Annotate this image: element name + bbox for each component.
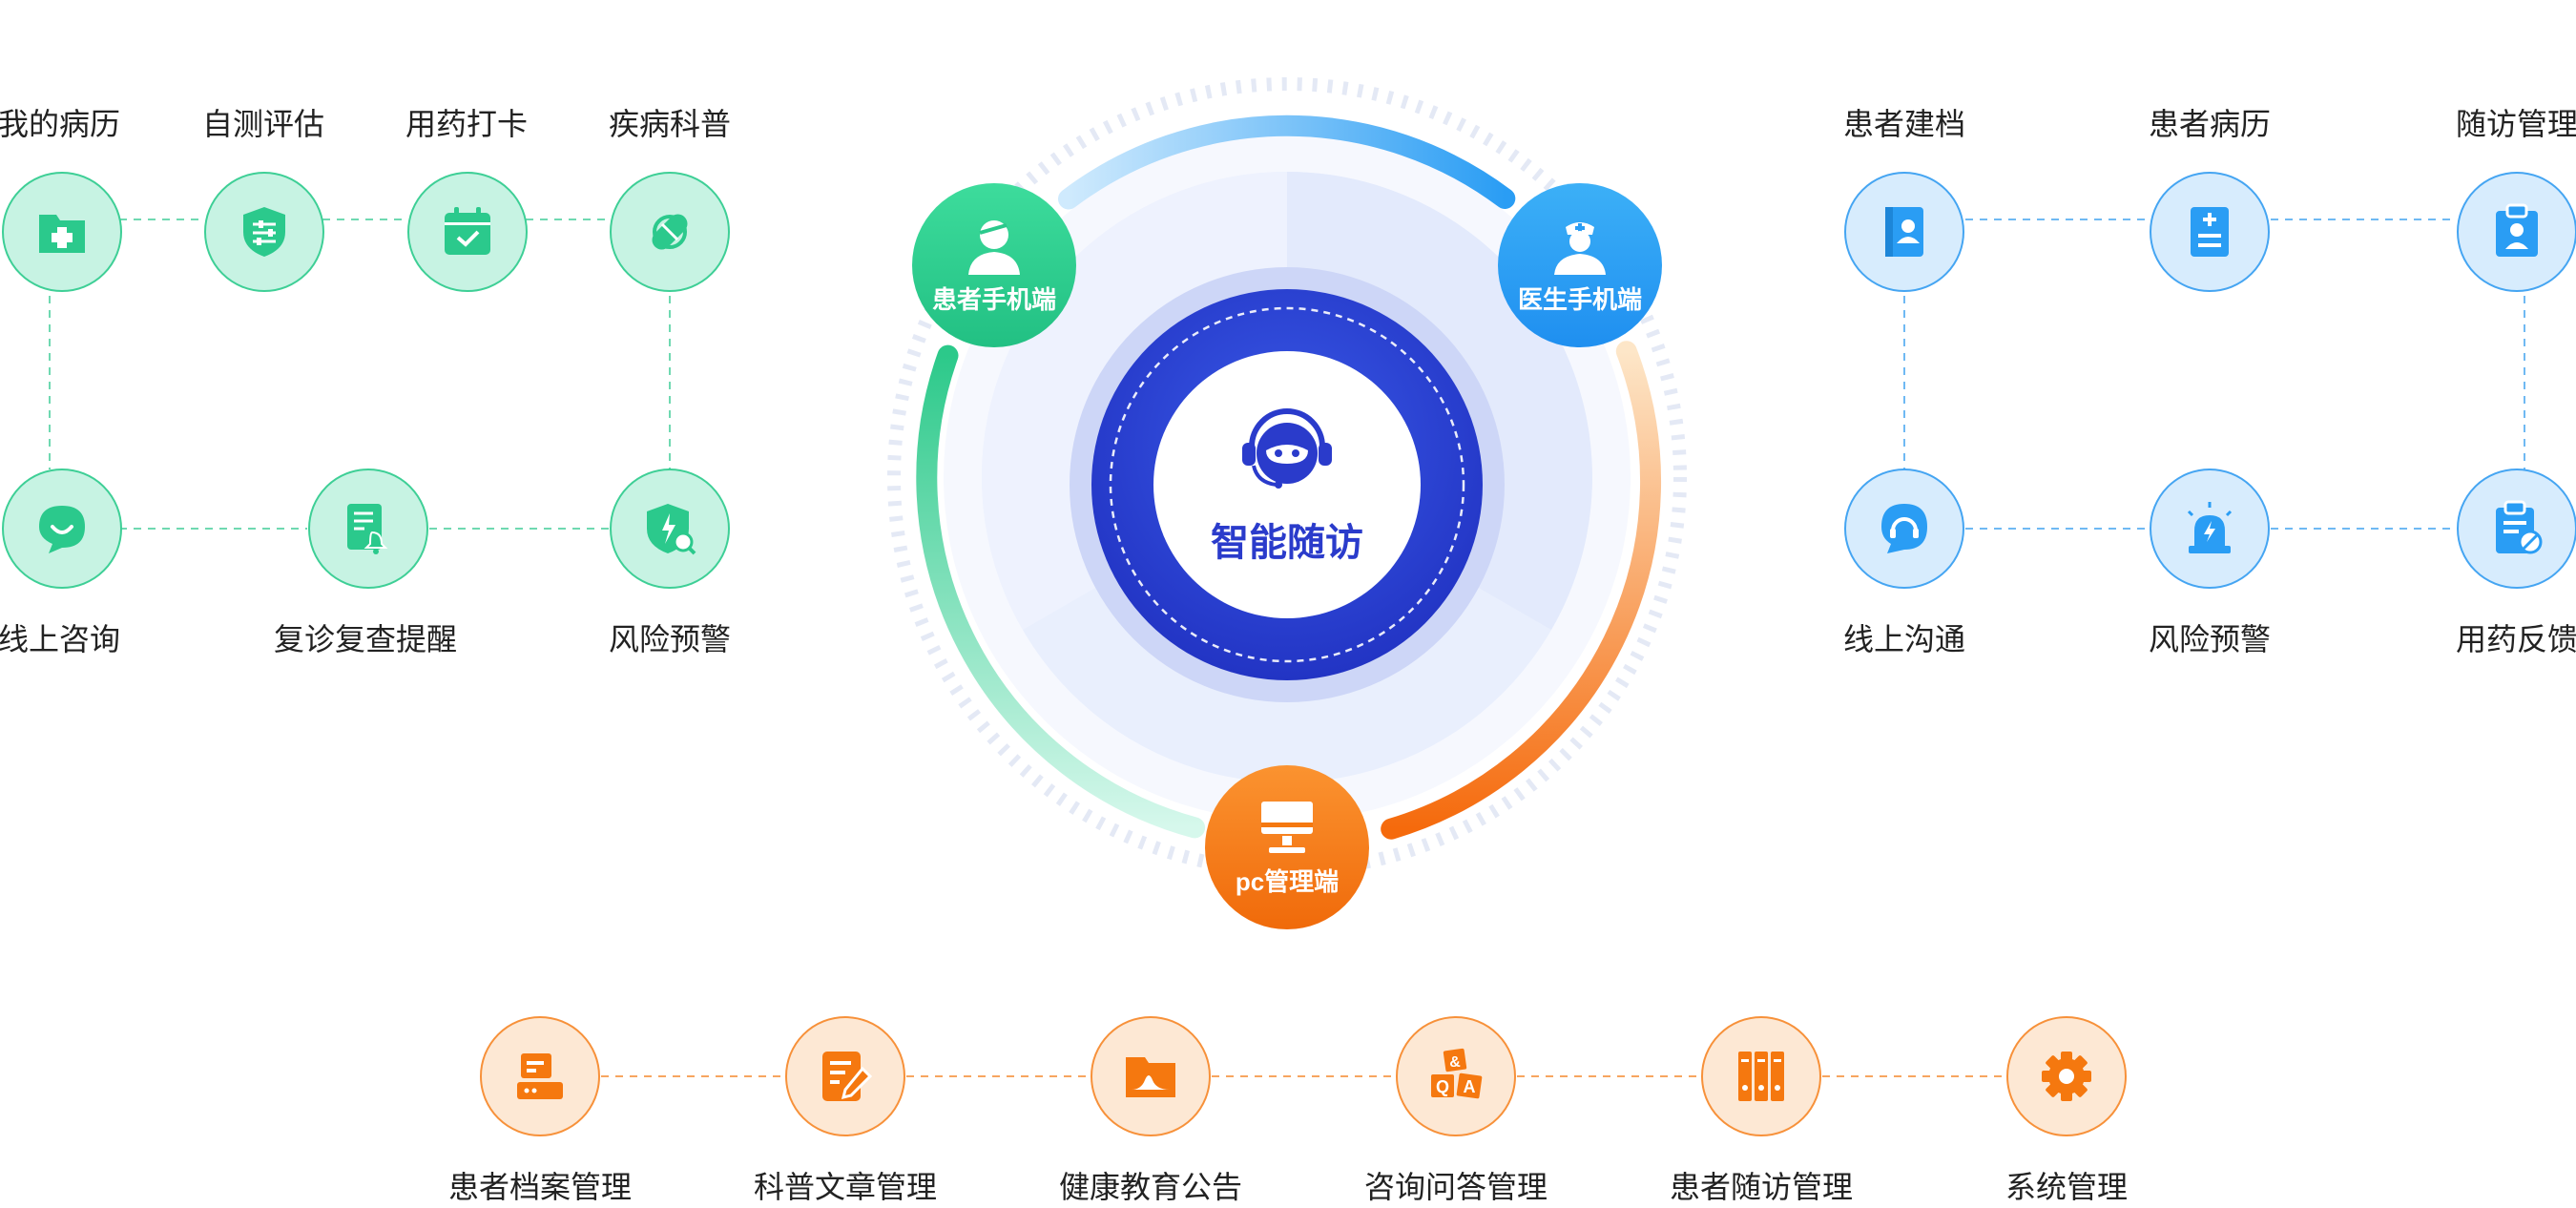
pc-label: pc管理端 [1235, 866, 1340, 896]
edit-document-icon [822, 1052, 873, 1101]
patient-mobile-hub[interactable]: 患者手机端 [912, 183, 1076, 347]
alarm-light-icon [2187, 502, 2233, 553]
chat-bubble-icon [39, 506, 85, 553]
feature-risk-alert[interactable] [2150, 469, 2270, 589]
feature-label: 线上沟通 [1842, 622, 1966, 656]
svg-text:A: A [1464, 1077, 1476, 1096]
feature-label: 患者建档 [1842, 107, 1966, 141]
feature-online-consult[interactable] [2, 469, 122, 589]
feature-patient-record[interactable] [2150, 172, 2270, 292]
feature-medication-feedback[interactable] [2457, 469, 2576, 589]
patient-mobile-label: 患者手机端 [931, 284, 1056, 314]
feature-article-management[interactable] [785, 1016, 905, 1136]
feature-followup-management[interactable] [2457, 172, 2576, 292]
feature-risk-warning[interactable] [610, 469, 730, 589]
patient-bandage-icon [968, 219, 1020, 275]
clipboard-user-icon [2496, 203, 2538, 257]
feature-label: 用药反馈 [2455, 622, 2576, 656]
document-bell-icon [347, 504, 388, 554]
feature-disease-education[interactable] [610, 172, 730, 292]
svg-text:&: & [1449, 1054, 1461, 1071]
feature-label: 风险预警 [608, 622, 732, 656]
feature-label: 线上咨询 [0, 622, 121, 656]
feature-qa-management[interactable]: & Q A [1396, 1016, 1516, 1136]
pill-icon [652, 214, 688, 250]
shield-warning-icon [647, 504, 696, 555]
feature-label: 我的病历 [0, 107, 121, 141]
feature-label: 患者档案管理 [447, 1170, 633, 1204]
feature-online-communication[interactable] [1844, 469, 1964, 589]
feature-label: 患者随访管理 [1669, 1170, 1854, 1204]
svg-text:Q: Q [1436, 1077, 1449, 1096]
feature-label: 科普文章管理 [753, 1170, 938, 1204]
monitor-icon [1261, 801, 1313, 853]
feature-label: 随访管理 [2455, 107, 2576, 141]
binders-icon [1738, 1052, 1784, 1101]
shield-sliders-icon [243, 207, 285, 257]
feature-label: 系统管理 [2005, 1170, 2129, 1204]
contact-book-icon [1885, 207, 1923, 257]
doctor-mobile-hub[interactable]: 医生手机端 [1498, 183, 1662, 347]
feature-patient-filing[interactable] [1844, 172, 1964, 292]
feature-label: 复诊复查提醒 [273, 622, 458, 656]
feature-system-management[interactable] [2006, 1016, 2127, 1136]
feature-followup-reminder[interactable] [308, 469, 428, 589]
clipboard-pill-icon [2496, 500, 2543, 554]
feature-label: 患者病历 [2148, 107, 2272, 141]
feature-self-assessment[interactable] [204, 172, 324, 292]
core-robot-icon [1235, 401, 1340, 496]
pc-hub[interactable]: pc管理端 [1205, 765, 1369, 929]
headset-robot-icon [1242, 408, 1332, 489]
medical-folder-icon [39, 215, 85, 253]
feature-medication-checkin[interactable] [407, 172, 528, 292]
headset-chat-icon [1881, 504, 1927, 553]
feature-patient-archive-management[interactable] [480, 1016, 600, 1136]
feature-my-record[interactable] [2, 172, 122, 292]
gear-icon [2042, 1052, 2091, 1101]
server-icon [517, 1053, 563, 1099]
core-title: 智能随访 [1211, 522, 1363, 564]
feature-followup-admin[interactable] [1701, 1016, 1821, 1136]
feature-label: 健康教育公告 [1058, 1170, 1243, 1204]
folder-chart-icon [1126, 1057, 1175, 1097]
qa-blocks-icon: & Q A [1431, 1048, 1483, 1099]
feature-label: 咨询问答管理 [1363, 1170, 1548, 1204]
calendar-check-icon [445, 207, 490, 255]
feature-label: 自测评估 [201, 107, 325, 141]
nurse-icon [1554, 221, 1606, 275]
feature-label: 疾病科普 [608, 107, 732, 141]
feature-label: 用药打卡 [405, 107, 529, 141]
feature-label: 风险预警 [2148, 622, 2272, 656]
feature-health-announcement[interactable] [1091, 1016, 1211, 1136]
doctor-mobile-label: 医生手机端 [1517, 284, 1642, 314]
medical-record-icon [2191, 207, 2229, 257]
